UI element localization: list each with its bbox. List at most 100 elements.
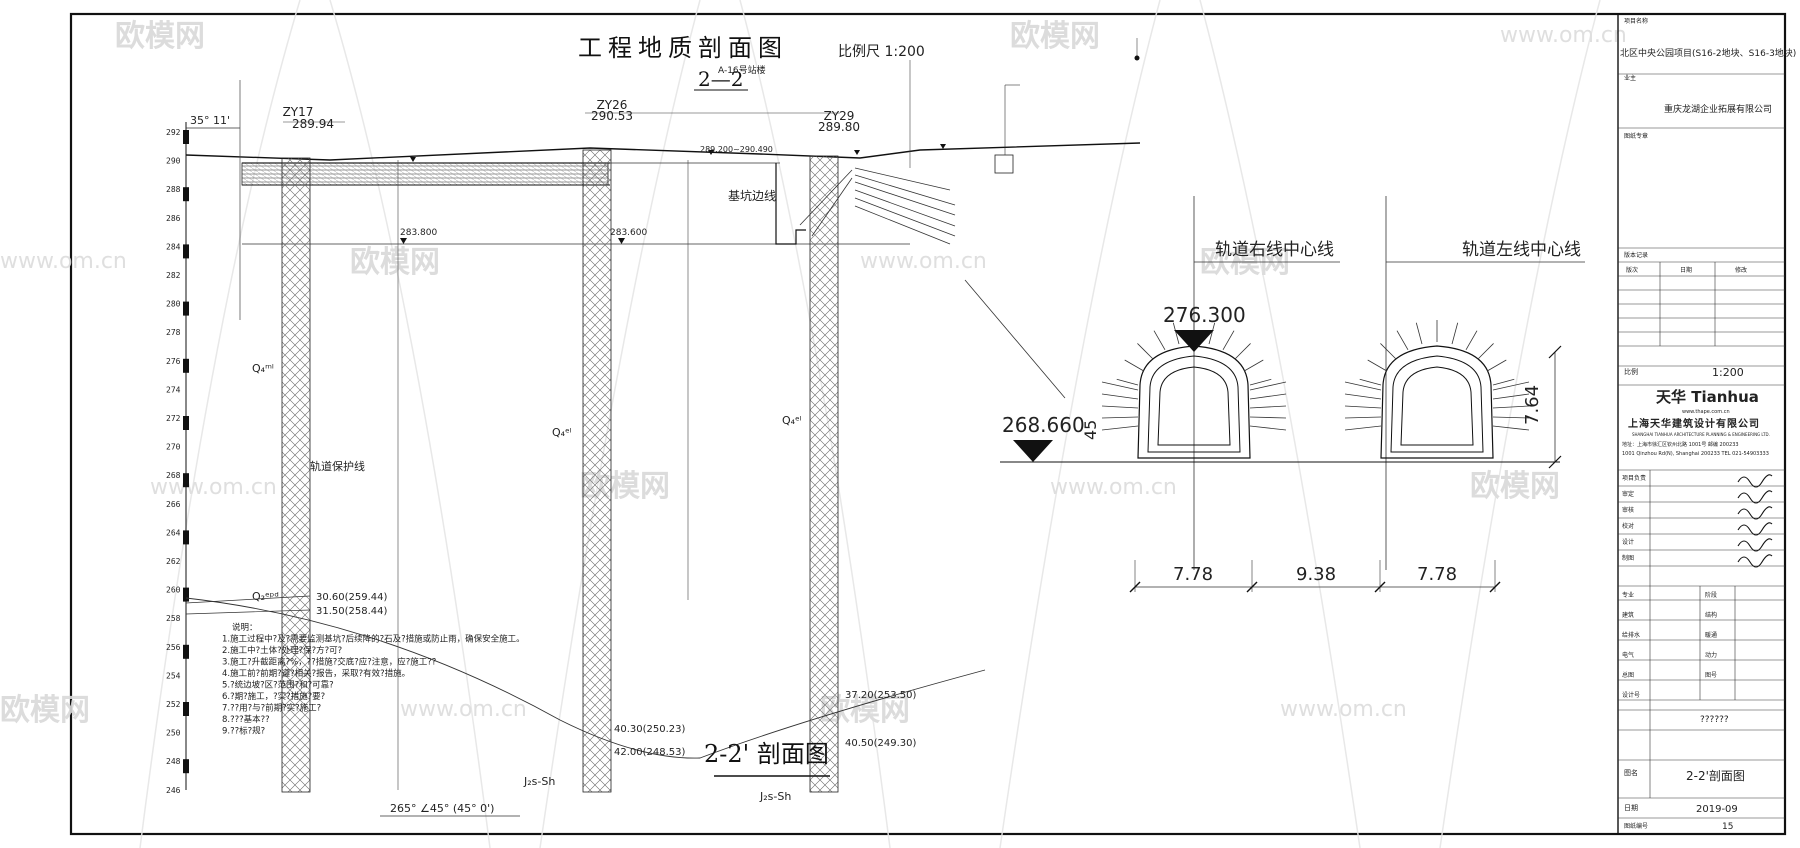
svg-text:ZY17: ZY17	[283, 105, 314, 119]
watermark-url: www.om.cn	[1280, 697, 1407, 722]
anchor-bolts	[799, 167, 956, 245]
level-mark: 283.800	[400, 228, 437, 238]
discipline-label: 专业	[1622, 591, 1634, 599]
watermark-url: www.om.cn	[1050, 475, 1177, 500]
svg-text:版次: 版次	[1626, 266, 1638, 274]
protect-line-label: 轨道保护线	[310, 459, 365, 473]
tunnel-section: 轨道右线中心线 轨道左线中心线 276.300 268.660 45 7.64	[964, 196, 1585, 593]
watermark-url: www.om.cn	[150, 475, 277, 500]
company-name: 上海天华建筑设计有限公司	[1628, 417, 1760, 430]
role-label: 校对	[1622, 522, 1634, 530]
note-line: 1.施工过程中?及?需要监测基坑?后续降的?石及?措施或防止雨，确保安全施工。	[222, 634, 525, 645]
section-label: 2—2	[698, 67, 743, 91]
watermark-brand: 欧模网	[0, 693, 90, 728]
svg-text:图名: 图名	[1624, 768, 1638, 777]
discipline-label: 给排水	[1622, 631, 1640, 639]
discipline-label: 建筑	[1622, 611, 1634, 619]
scale-label: 比例尺 1:200	[838, 44, 925, 60]
elevation-tick: 282	[166, 271, 181, 280]
elevation-tick: 290	[166, 157, 181, 166]
bottom-angle: 265° ∠45° (45° 0')	[390, 802, 494, 815]
base-line-label: 基坑边线	[728, 188, 776, 203]
sheet-number: 15	[1722, 822, 1733, 832]
svg-text:ZY26: ZY26	[597, 98, 628, 112]
bedrock-boundary	[185, 597, 986, 759]
note-line: 8.???基本??	[222, 714, 270, 725]
svg-text:图纸专章: 图纸专章	[1624, 132, 1648, 140]
borehole-column	[281, 157, 311, 793]
borehole-column	[582, 149, 612, 793]
dim-value: 7.78	[1417, 564, 1457, 585]
bedrock-label: J₂s-Sh	[523, 775, 555, 788]
tunnel-left-label: 轨道左线中心线	[1462, 240, 1581, 260]
discipline-label: 动力	[1705, 651, 1717, 659]
watermark-url: www.om.cn	[0, 249, 127, 274]
signature-mark	[1737, 554, 1773, 568]
note-line: 6.?期?施工，?实?措施?要?	[222, 691, 325, 702]
elevation-tick: 286	[166, 214, 181, 223]
elevation-tick: 272	[166, 414, 181, 423]
svg-text:ZY29: ZY29	[824, 109, 855, 123]
elevation-top: 276.300	[1163, 303, 1246, 327]
drawing-title: 工程地质剖面图	[578, 34, 788, 62]
elevation-tick: 254	[166, 671, 181, 680]
note-line: 3.施工?升截距离?%，??措施?交底?应?注意，应?施工??	[222, 657, 436, 668]
project-name: 北区中央公园项目(S16-2地块、S16-3地块)	[1620, 47, 1796, 59]
svg-text:版本记录: 版本记录	[1624, 251, 1648, 259]
left-angle: 35° 11'	[190, 114, 230, 127]
discipline-label: 图号	[1705, 672, 1717, 679]
svg-text:www.thape.com.cn: www.thape.com.cn	[1682, 409, 1730, 415]
dim-value: 7.78	[1173, 564, 1213, 585]
svg-text:比例: 比例	[1624, 367, 1638, 376]
depth-label: 40.30(250.23)	[614, 724, 686, 735]
watermark-brand: 欧模网	[350, 245, 440, 280]
discipline-label: 设计号	[1622, 691, 1640, 699]
discipline-label: 暖通	[1705, 631, 1717, 639]
note-line: 5.?统边坡?区?范围?和?可靠?	[222, 680, 334, 691]
discipline-label: 阶段	[1705, 591, 1717, 599]
scale-value: 1:200	[1712, 366, 1744, 379]
tunnel-profile-left	[1380, 345, 1494, 459]
note-line: 2.施工中?土体?处理?保?方?可?	[222, 645, 342, 656]
elevation-tick: 256	[166, 643, 181, 652]
watermark-brand: 欧模网	[1010, 19, 1100, 54]
level-mark: 289.200~290.490	[700, 145, 773, 154]
svg-text:项目名称: 项目名称	[1624, 17, 1648, 25]
note-line: 4.施工前?前期?遵?相关?报告，采取?有效?措施。	[222, 668, 410, 679]
discipline-label: 总图	[1622, 671, 1634, 679]
elevation-ruler: 2922902882862842822802782762742722702682…	[166, 122, 189, 795]
elevation-tick: 274	[166, 385, 181, 394]
dim-value: 9.38	[1296, 564, 1336, 585]
svg-text:图纸编号: 图纸编号	[1624, 822, 1648, 830]
elevation-tick: 288	[166, 185, 181, 194]
elevation-tick: 270	[166, 443, 181, 452]
discipline-label: 结构	[1705, 611, 1717, 619]
watermark-brand: 欧模网	[1470, 469, 1560, 504]
note-line: 9.??标?规?	[222, 726, 265, 737]
owner-name: 重庆龙湖企业拓展有限公司	[1664, 103, 1772, 115]
role-label: 制图	[1622, 554, 1634, 562]
elevation-tick: 278	[166, 328, 181, 337]
bedrock-label: J₂s-Sh	[759, 790, 791, 803]
layer-symbol: Q₄ᵉˡ	[782, 414, 802, 427]
watermark-url: www.om.cn	[860, 249, 987, 274]
offset-dim: 45	[1081, 420, 1100, 440]
depth-label: 40.50(249.30)	[845, 738, 917, 749]
level-markers	[400, 144, 946, 244]
height-dim: 7.64	[1522, 385, 1543, 425]
discipline-label: 电气	[1622, 651, 1634, 659]
depth-label: 31.50(258.44)	[316, 606, 388, 617]
svg-text:地址：上海市徐汇区钦州北路 1001号 邮编 200233: 地址：上海市徐汇区钦州北路 1001号 邮编 200233	[1622, 441, 1739, 448]
layer-symbol: Q₄ᵐˡ	[252, 362, 274, 375]
title-block: 项目名称 北区中央公园项目(S16-2地块、S16-3地块) 业主 重庆龙湖企业…	[1617, 13, 1796, 835]
svg-text:1001 Qinzhou Rd(N), Shanghai 2: 1001 Qinzhou Rd(N), Shanghai 200233 TEL …	[1622, 451, 1769, 457]
role-label: 项目负责	[1622, 474, 1646, 482]
role-label: 审核	[1622, 506, 1634, 514]
signature-mark	[1737, 474, 1773, 488]
elevation-tick: 262	[166, 557, 181, 566]
elevation-tick: 280	[166, 300, 181, 309]
elevation-tick: 252	[166, 700, 181, 709]
ground-line	[185, 142, 1141, 161]
elevation-tick: 248	[166, 757, 181, 766]
